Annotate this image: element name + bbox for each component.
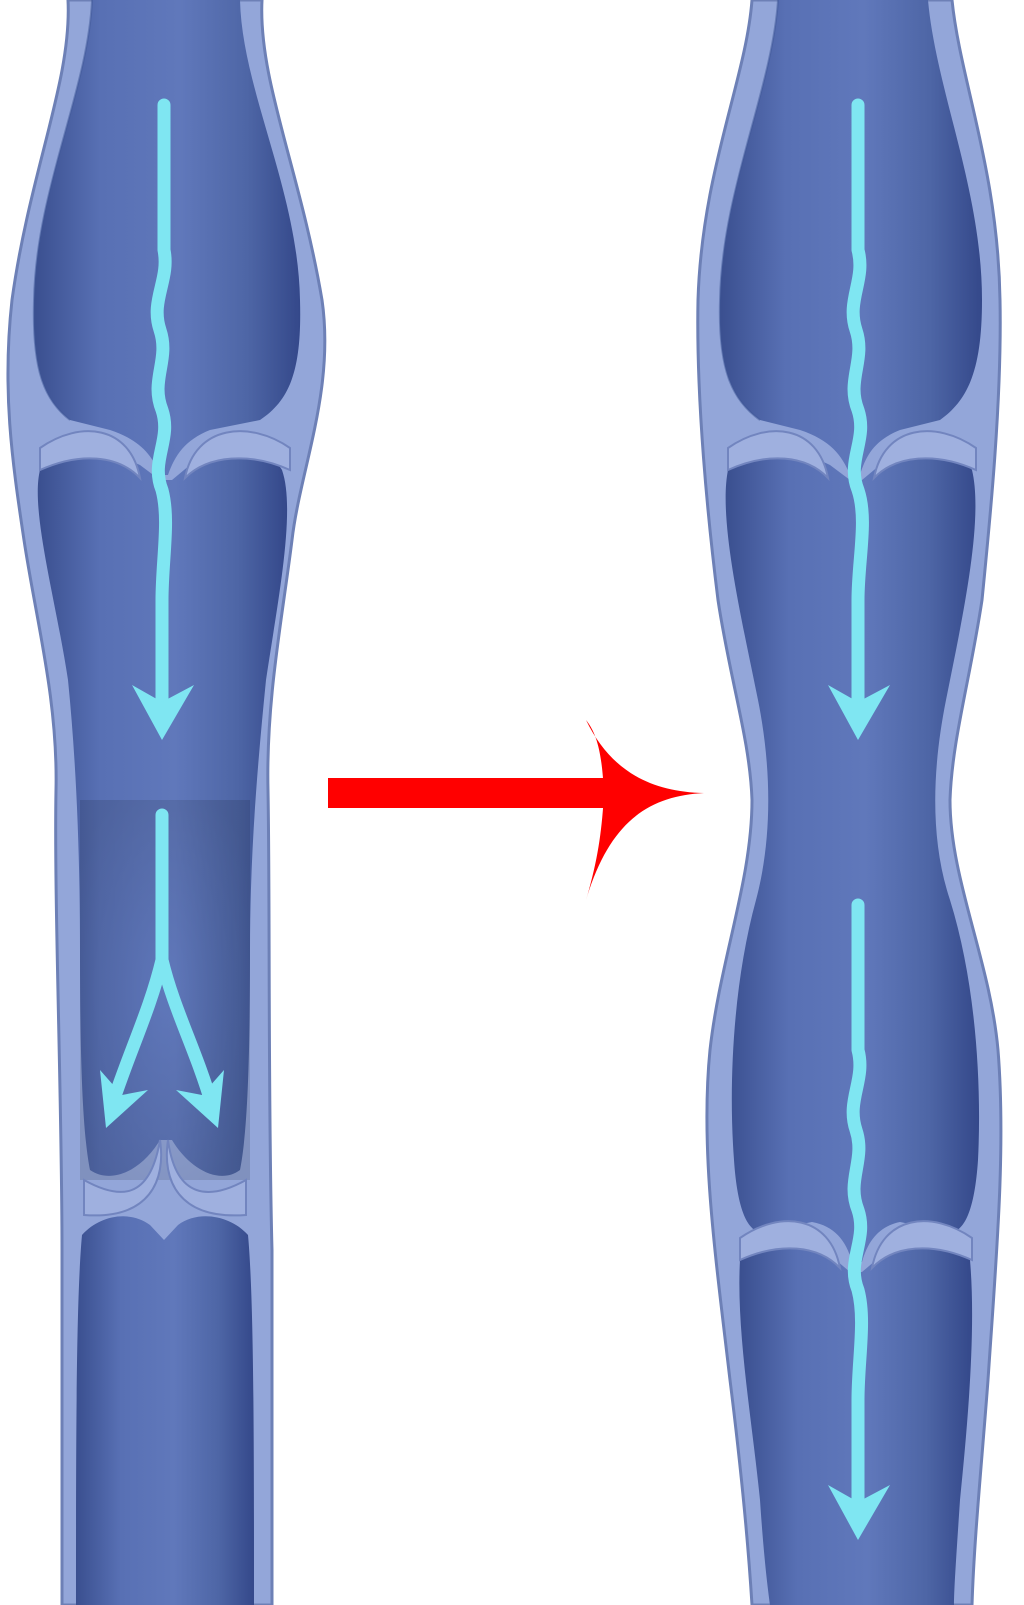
left-vein-lower-chamber: [76, 1216, 254, 1605]
right-vein: [698, 0, 1001, 1605]
left-vein: [8, 0, 325, 1605]
transition-arrow-icon: [328, 720, 704, 900]
